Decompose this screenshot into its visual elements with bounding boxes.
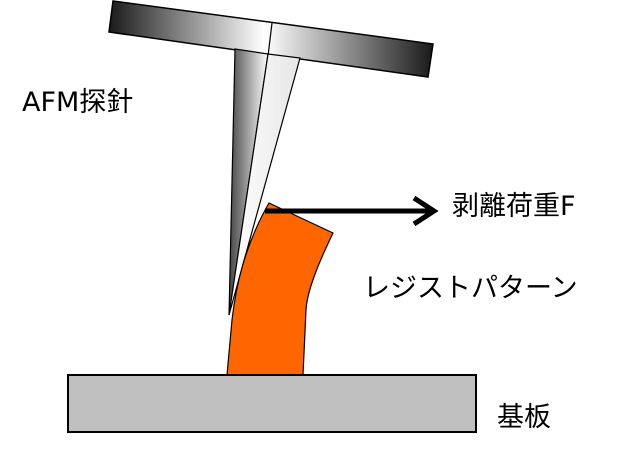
resist-pattern-label: レジストパターン xyxy=(363,273,578,304)
peel-force-label: 剥離荷重F xyxy=(452,191,576,222)
peel-force-arrow xyxy=(265,195,439,227)
substrate xyxy=(67,374,477,433)
cantilever-center-line xyxy=(267,22,273,57)
afm-probe-label: AFM探針 xyxy=(22,87,134,118)
cantilever xyxy=(108,0,434,78)
substrate-label: 基板 xyxy=(497,402,551,433)
afm-tip-right-face xyxy=(228,53,301,316)
